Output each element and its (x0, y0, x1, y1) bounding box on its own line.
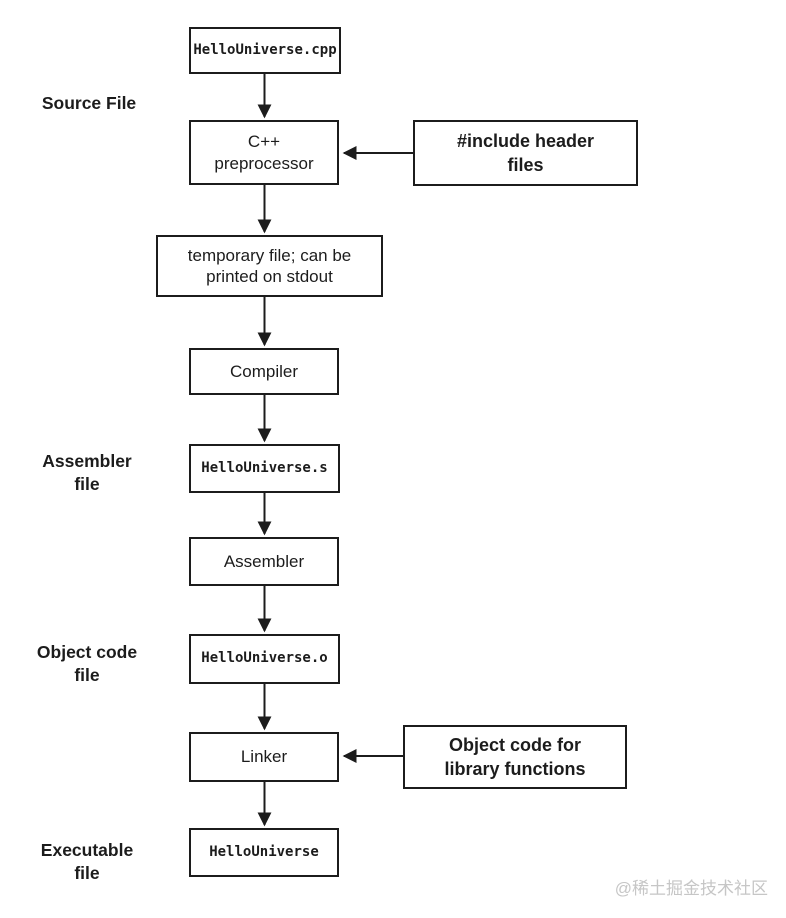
node-linker: Linker (189, 732, 339, 782)
annotation-include-headers: #include header files (413, 120, 638, 186)
node-source-file: HelloUniverse.cpp (189, 27, 341, 74)
annotation-library-object-code: Object code for library functions (403, 725, 627, 789)
stage-label-executable-file: Executable file (40, 840, 134, 883)
node-object-file: HelloUniverse.o (189, 634, 340, 684)
node-preprocessor: C++ preprocessor (189, 120, 339, 185)
node-temporary-file: temporary file; can be printed on stdout (156, 235, 383, 297)
stage-label-object-code-file: Object code file (36, 642, 138, 685)
stage-label-source-file: Source File (41, 93, 137, 113)
node-assembler-file: HelloUniverse.s (189, 444, 340, 493)
node-compiler: Compiler (189, 348, 339, 395)
node-assembler: Assembler (189, 537, 339, 586)
stage-label-assembler-file: Assembler file (42, 451, 132, 494)
watermark: @稀土掘金技术社区 (614, 879, 768, 898)
node-executable: HelloUniverse (189, 828, 339, 877)
